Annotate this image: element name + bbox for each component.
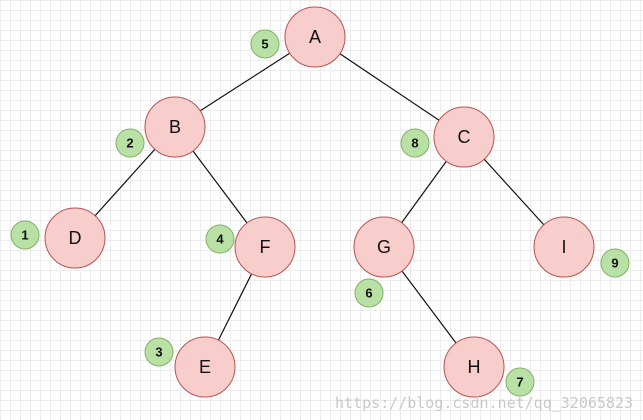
tree-node-h: H: [443, 336, 505, 398]
badge-label-c: 8: [411, 136, 418, 151]
node-circle-e: [174, 336, 236, 398]
node-circle-c: [433, 106, 495, 168]
badge-circle-g: [354, 278, 384, 308]
badge-label-g: 6: [365, 286, 372, 301]
node-label-h: H: [468, 357, 481, 377]
tree-node-c: C: [433, 106, 495, 168]
badge-label-f: 4: [216, 232, 224, 247]
badge-circle-f: [205, 224, 235, 254]
node-label-e: E: [199, 357, 211, 377]
badge-label-h: 7: [516, 375, 523, 390]
badge-label-i: 9: [611, 256, 618, 271]
badge-circle-c: [400, 128, 430, 158]
tree-node-f: F: [234, 216, 296, 278]
tree-node-a: A: [284, 6, 346, 68]
node-circle-h: [443, 336, 505, 398]
order-badge-a: 5: [250, 29, 280, 59]
node-label-c: C: [458, 127, 471, 147]
node-circle-g: [353, 216, 415, 278]
order-badge-i: 9: [600, 248, 630, 278]
node-circle-a: [284, 6, 346, 68]
order-badge-f: 4: [205, 224, 235, 254]
badge-label-d: 1: [21, 228, 28, 243]
order-badge-b: 2: [115, 128, 145, 158]
tree-node-g: G: [353, 216, 415, 278]
badge-circle-b: [115, 128, 145, 158]
node-circle-i: [533, 216, 595, 278]
order-badge-g: 6: [354, 278, 384, 308]
order-badge-c: 8: [400, 128, 430, 158]
node-label-g: G: [377, 237, 391, 257]
badge-circle-d: [10, 220, 40, 250]
badge-label-b: 2: [126, 136, 133, 151]
badge-circle-a: [250, 29, 280, 59]
node-label-f: F: [260, 237, 271, 257]
node-circle-b: [144, 96, 206, 158]
badge-label-e: 3: [155, 345, 162, 360]
tree-node-i: I: [533, 216, 595, 278]
node-circle-f: [234, 216, 296, 278]
tree-nodes: A B C D F G I E H: [44, 6, 595, 398]
badge-circle-e: [144, 337, 174, 367]
badge-circle-i: [600, 248, 630, 278]
node-label-b: B: [169, 117, 181, 137]
tree-node-b: B: [144, 96, 206, 158]
node-circle-d: [44, 207, 106, 269]
node-label-i: I: [561, 237, 566, 257]
tree-edges: [74, 36, 565, 368]
badge-circle-h: [505, 367, 535, 397]
node-label-a: A: [309, 27, 321, 47]
order-badge-h: 7: [505, 367, 535, 397]
order-badge-d: 1: [10, 220, 40, 250]
node-label-d: D: [69, 228, 82, 248]
badge-label-a: 5: [261, 37, 268, 52]
tree-node-e: E: [174, 336, 236, 398]
tree-node-d: D: [44, 207, 106, 269]
order-badge-e: 3: [144, 337, 174, 367]
